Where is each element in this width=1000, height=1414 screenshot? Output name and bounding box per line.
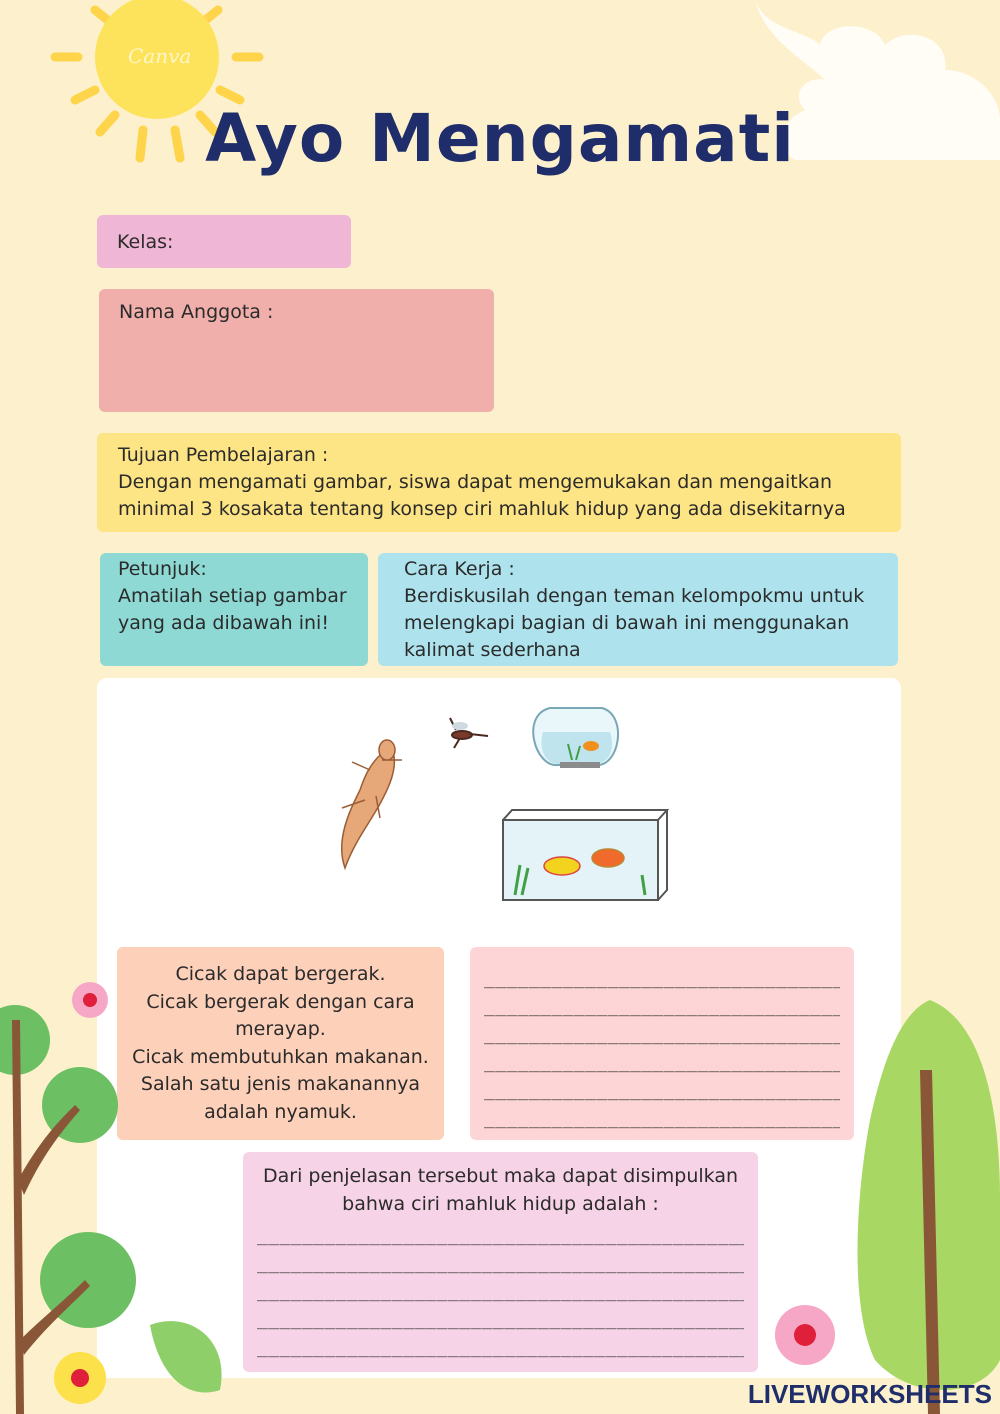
petunjuk-line-1: Amatilah setiap gambar bbox=[118, 585, 347, 607]
tujuan-pembelajaran-box: Tujuan Pembelajaran : Dengan mengamati g… bbox=[97, 433, 901, 532]
cara-kerja-line-1: Berdiskusilah dengan teman kelompokmu un… bbox=[404, 585, 865, 607]
conclusion-line-1: Dari penjelasan tersebut maka dapat disi… bbox=[263, 1165, 738, 1187]
cicak-line-5: Salah satu jenis makanannya bbox=[140, 1073, 421, 1095]
petunjuk-heading: Petunjuk: bbox=[118, 558, 207, 580]
cicak-line-3: merayap. bbox=[235, 1018, 326, 1040]
kelas-field[interactable]: Kelas: bbox=[97, 215, 351, 268]
aquarium-icon bbox=[502, 809, 670, 901]
conclusion-answer-line[interactable]: ________________________________________… bbox=[257, 1253, 744, 1274]
cicak-line-4: Cicak membutuhkan makanan. bbox=[132, 1045, 429, 1068]
cicak-line-1: Cicak dapat bergerak. bbox=[175, 963, 386, 985]
answer-line[interactable]: ________________________________ bbox=[484, 1108, 840, 1129]
cloud-decoration bbox=[755, 0, 1000, 160]
cicak-line-6: adalah nyamuk. bbox=[204, 1100, 357, 1123]
conclusion-answer-line[interactable]: ________________________________________… bbox=[257, 1225, 744, 1246]
observation-answer-box[interactable]: ________________________________ _______… bbox=[470, 947, 854, 1140]
cicak-description-box: Cicak dapat bergerak. Cicak bergerak den… bbox=[117, 947, 444, 1140]
kelas-label: Kelas: bbox=[117, 231, 174, 253]
conclusion-line-2: bahwa ciri mahluk hidup adalah : bbox=[342, 1193, 659, 1215]
canva-watermark: Canva bbox=[128, 44, 192, 68]
cara-kerja-line-3: kalimat sederhana bbox=[404, 639, 581, 661]
conclusion-answer-line[interactable]: ________________________________________… bbox=[257, 1309, 744, 1330]
answer-line[interactable]: ________________________________ bbox=[484, 1052, 840, 1073]
cicak-line-2: Cicak bergerak dengan cara bbox=[146, 990, 415, 1013]
answer-line[interactable]: ________________________________ bbox=[484, 1024, 840, 1045]
conclusion-answer-line[interactable]: ________________________________________… bbox=[257, 1281, 744, 1302]
tujuan-line-1: Dengan mengamati gambar, siswa dapat men… bbox=[118, 471, 833, 493]
conclusion-prompt: Dari penjelasan tersebut maka dapat disi… bbox=[257, 1162, 744, 1218]
left-tree-decoration bbox=[0, 982, 222, 1414]
mosquito-icon bbox=[449, 717, 489, 749]
tujuan-line-2: minimal 3 kosakata tentang konsep ciri m… bbox=[118, 498, 846, 520]
petunjuk-line-2: yang ada dibawah ini! bbox=[118, 612, 329, 634]
page-title: Ayo Mengamati bbox=[205, 100, 795, 177]
cara-kerja-box: Cara Kerja : Berdiskusilah dengan teman … bbox=[378, 553, 898, 666]
right-tree-decoration bbox=[775, 1000, 1000, 1414]
answer-line[interactable]: ________________________________ bbox=[484, 996, 840, 1017]
observation-illustration bbox=[341, 707, 670, 901]
liveworksheets-logo: LIVEWORKSHEETS bbox=[747, 1379, 992, 1409]
cara-kerja-heading: Cara Kerja : bbox=[404, 558, 515, 580]
cara-kerja-line-2: melengkapi bagian di bawah ini menggunak… bbox=[404, 612, 850, 634]
sun-decoration bbox=[50, 0, 264, 163]
conclusion-box[interactable]: Dari penjelasan tersebut maka dapat disi… bbox=[243, 1152, 758, 1372]
answer-line[interactable]: ________________________________ bbox=[484, 1080, 840, 1101]
conclusion-answer-line[interactable]: ________________________________________… bbox=[257, 1337, 744, 1358]
gecko-icon bbox=[341, 739, 402, 871]
tujuan-heading: Tujuan Pembelajaran : bbox=[118, 444, 329, 466]
nama-anggota-label: Nama Anggota : bbox=[119, 301, 274, 323]
petunjuk-box: Petunjuk: Amatilah setiap gambar yang ad… bbox=[100, 553, 368, 666]
nama-anggota-field[interactable]: Nama Anggota : bbox=[99, 289, 494, 412]
answer-line[interactable]: ________________________________ bbox=[484, 968, 840, 989]
fishbowl-icon bbox=[532, 707, 619, 768]
